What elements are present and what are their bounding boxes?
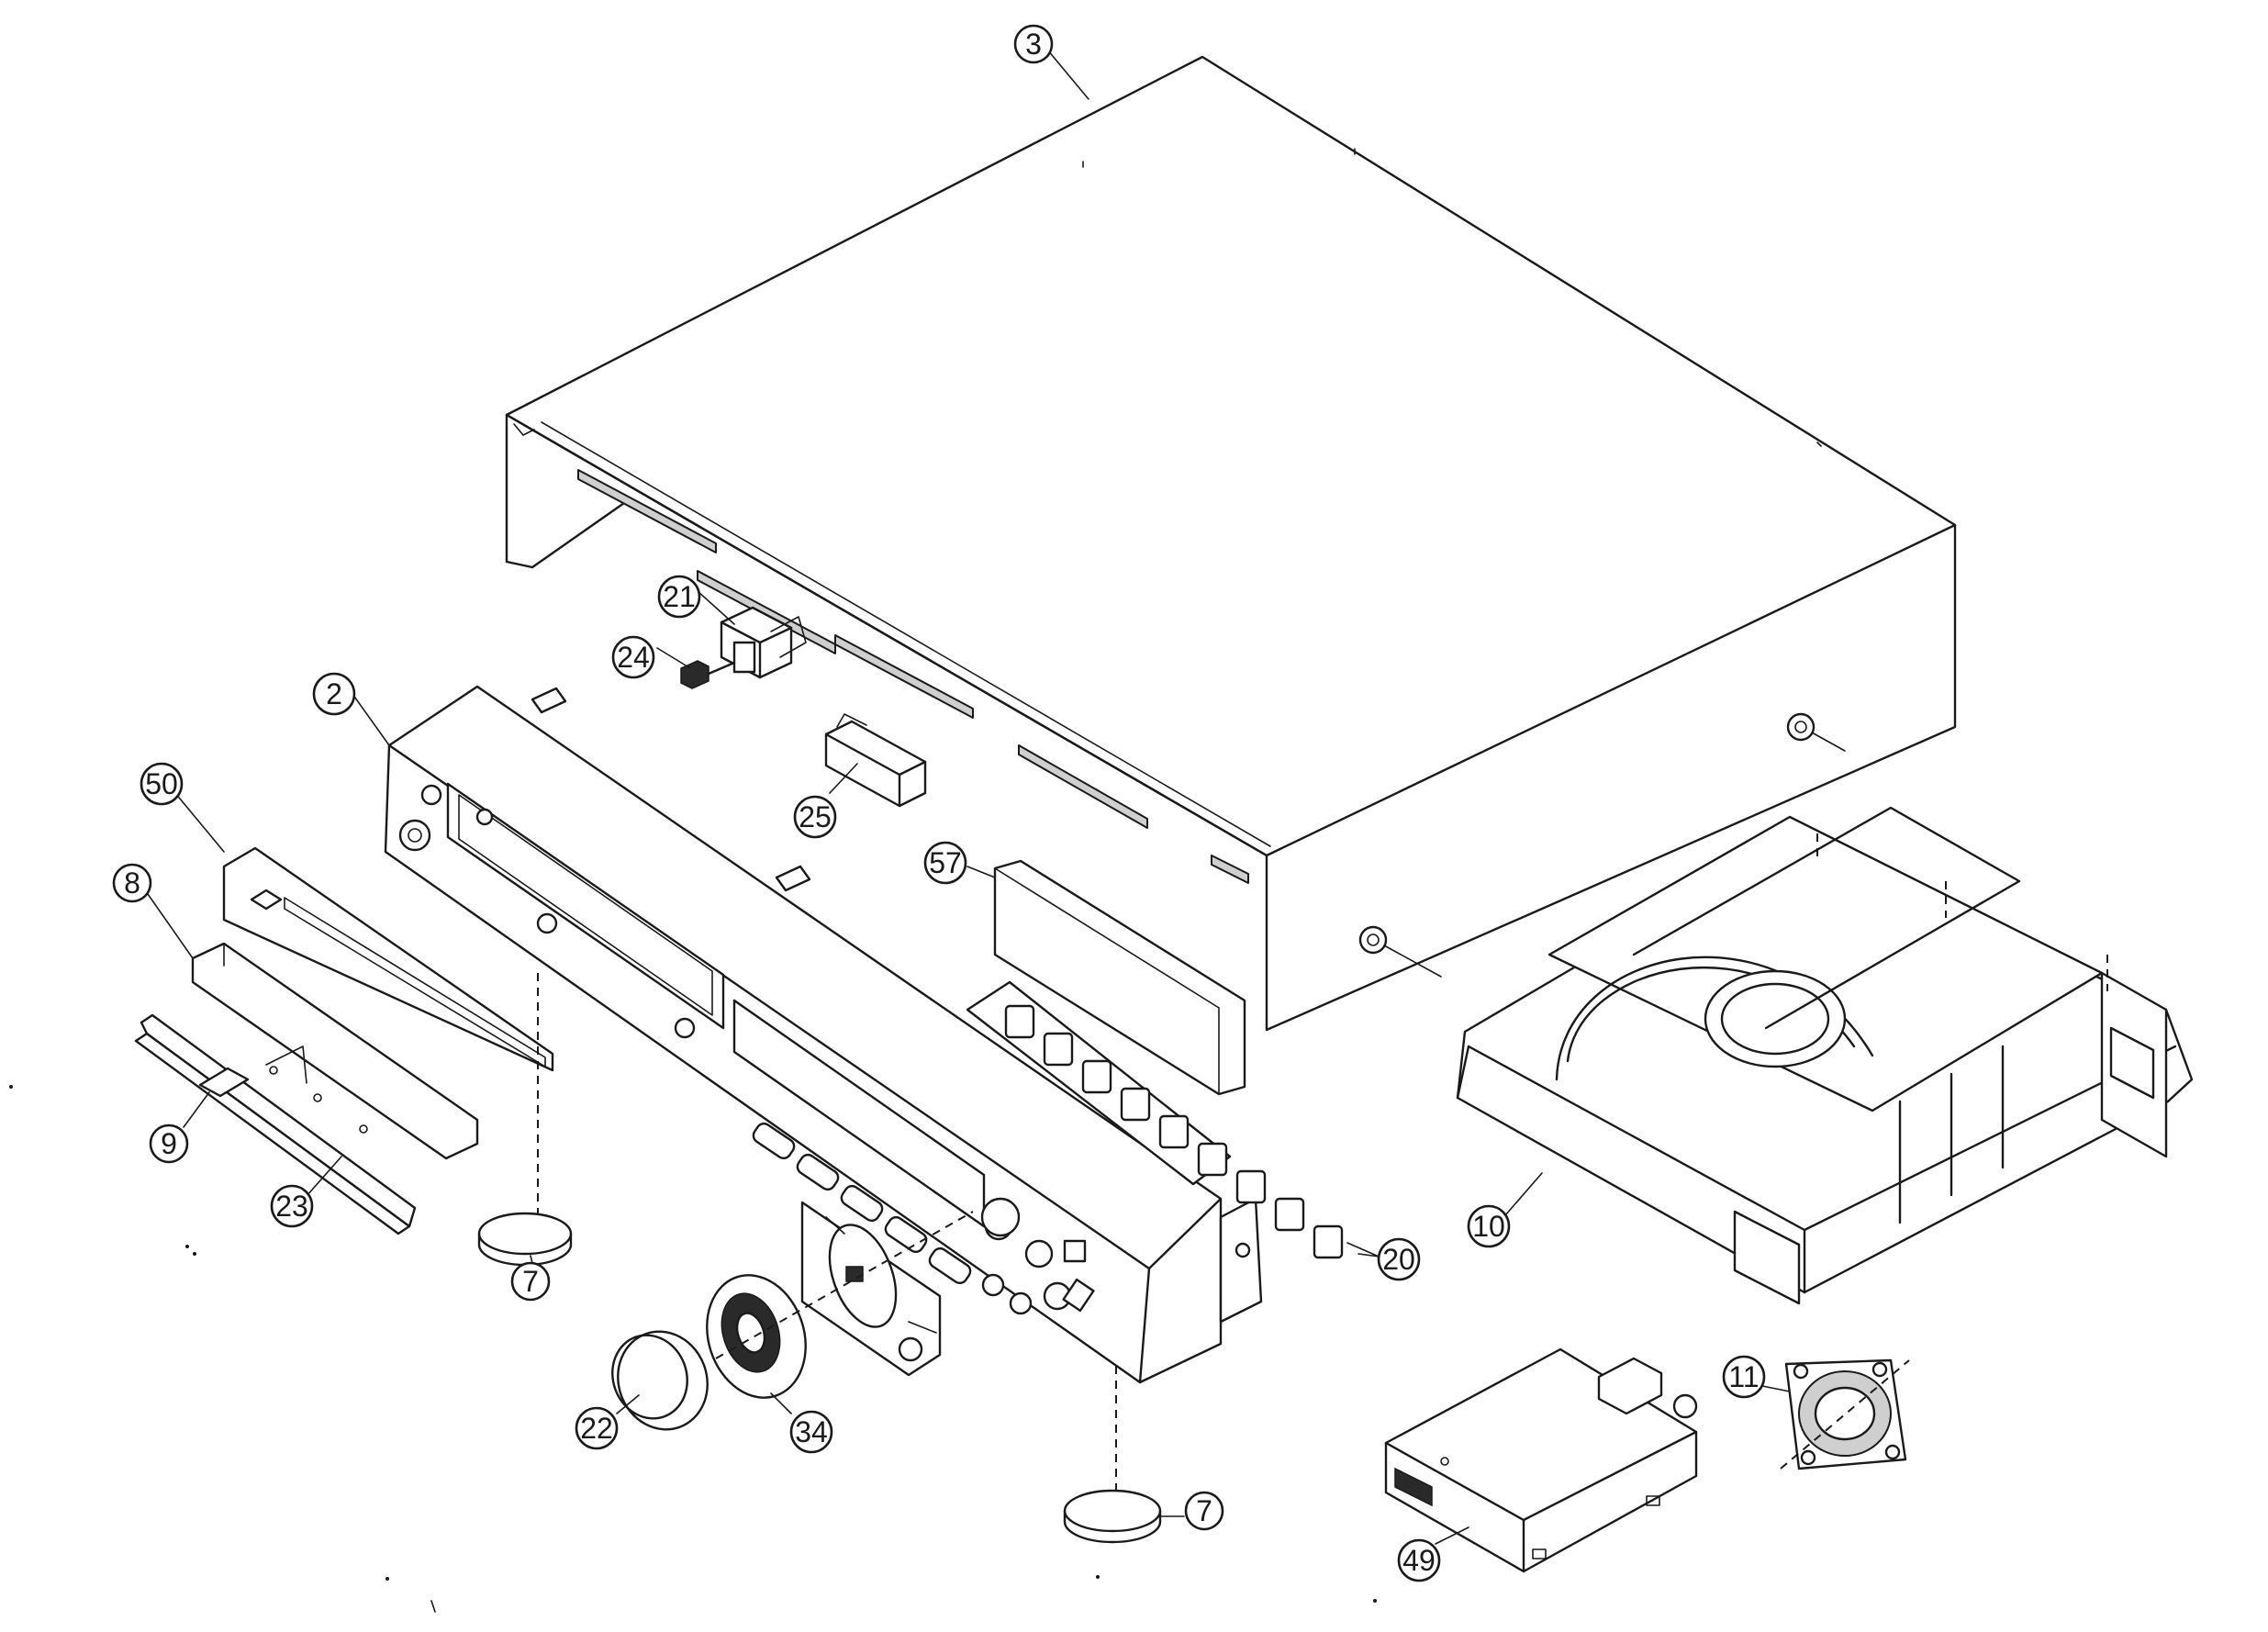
callout-2: 2 [312,672,356,716]
label-plate [993,859,1246,1096]
callout-10: 10 [1467,1204,1511,1248]
hdd-unit [1384,1347,1698,1573]
svg-text:25: 25 [799,800,832,833]
front-bezel [222,846,554,1072]
callout-20: 20 [1377,1237,1421,1281]
bracket-clip [824,713,927,808]
callout-3: 3 [1013,24,1054,64]
dvd-loader [1456,806,2194,1305]
callout-23: 23 [270,1184,314,1228]
callout-7-left: 7 [510,1261,551,1302]
foot-left [477,973,573,1267]
small-connector [680,660,736,689]
foot-right [1063,1366,1162,1544]
svg-text:57: 57 [929,846,962,879]
callout-22: 22 [575,1406,619,1450]
svg-text:7: 7 [1196,1494,1212,1527]
svg-text:7: 7 [522,1265,539,1298]
callout-9: 9 [149,1123,189,1164]
svg-text:3: 3 [1025,28,1042,61]
svg-text:10: 10 [1472,1210,1505,1243]
svg-text:21: 21 [663,580,696,613]
top-cover [505,55,1957,1032]
small-label-chip [198,1067,250,1098]
callout-57: 57 [923,841,967,885]
svg-text:20: 20 [1382,1243,1415,1276]
callout-25: 25 [793,795,837,839]
callout-7-right: 7 [1184,1491,1224,1531]
cooling-fan [1780,1358,1910,1470]
svg-text:11: 11 [1728,1360,1759,1393]
display-lens [191,942,479,1160]
svg-text:9: 9 [161,1127,177,1160]
callout-11: 11 [1722,1355,1766,1399]
svg-text:24: 24 [617,641,650,674]
encoder-ring [706,1211,974,1399]
svg-text:8: 8 [124,866,140,900]
svg-text:50: 50 [145,767,178,800]
jog-knob [611,1330,709,1431]
callout-8: 8 [112,863,152,903]
knob-circuit-board [800,1201,942,1377]
scan-specks [9,1085,1377,1613]
svg-text:34: 34 [795,1415,828,1448]
svg-text:23: 23 [275,1190,308,1223]
front-panel-frame [384,685,1263,1384]
callout-49: 49 [1397,1538,1441,1582]
svg-text:2: 2 [326,677,342,710]
rear-jack-board [966,980,1378,1259]
svg-text:49: 49 [1402,1544,1436,1577]
callout-50: 50 [140,762,184,806]
power-switch [720,606,807,679]
callout-21: 21 [657,575,701,619]
callout-24: 24 [611,635,655,679]
svg-text:22: 22 [580,1412,613,1445]
callout-34: 34 [789,1410,833,1454]
